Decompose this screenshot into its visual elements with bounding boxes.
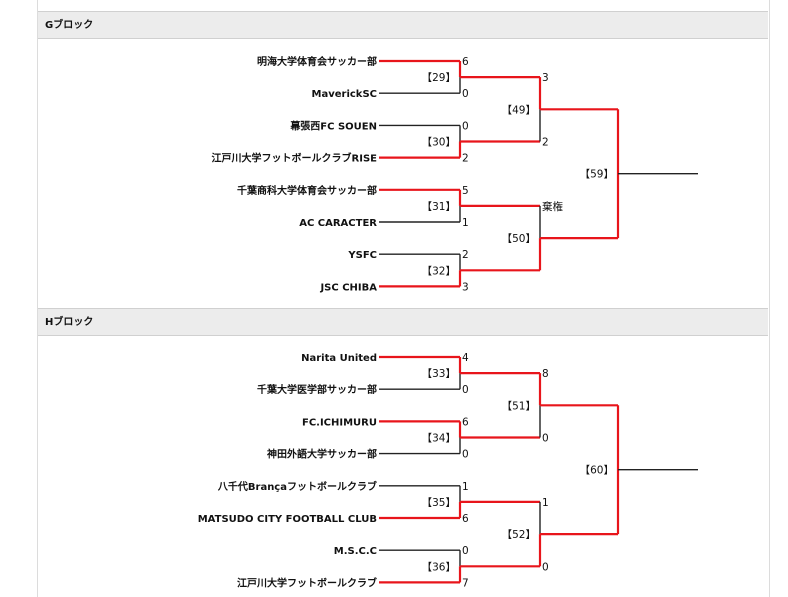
match-number: 【32】 xyxy=(422,265,456,277)
match-number: 【52】 xyxy=(502,529,536,541)
score: 3 xyxy=(542,72,549,84)
score: 0 xyxy=(462,88,469,100)
score: 1 xyxy=(462,481,469,493)
score: 0 xyxy=(542,433,549,445)
match-number: 【51】 xyxy=(502,400,536,412)
score: 棄権 xyxy=(542,200,563,213)
team-name: 江戸川大学フットボールクラブ xyxy=(237,576,377,589)
match-number: 【31】 xyxy=(422,201,456,213)
team-name: 明海大学体育会サッカー部 xyxy=(257,55,377,68)
score: 0 xyxy=(462,120,469,132)
team-name: 幕張西FC SOUEN xyxy=(289,119,377,132)
score: 0 xyxy=(462,545,469,557)
score: 6 xyxy=(462,513,469,525)
score: 2 xyxy=(542,137,549,149)
team-name: AC CARACTER xyxy=(299,218,377,229)
team-name: 千葉大学医学部サッカー部 xyxy=(257,383,377,396)
score: 0 xyxy=(462,384,469,396)
score: 0 xyxy=(542,561,549,573)
team-name: JSC CHIBA xyxy=(319,282,377,293)
team-name: M.S.C.C xyxy=(334,546,377,557)
match-number: 【50】 xyxy=(502,233,536,245)
match-number: 【36】 xyxy=(422,561,456,573)
score: 6 xyxy=(462,416,469,428)
score: 3 xyxy=(462,281,469,293)
team-name: 神田外語大学サッカー部 xyxy=(267,448,377,461)
team-name: 江戸川大学フットボールクラブRISE xyxy=(212,152,378,165)
block-header-g: Gブロック xyxy=(38,11,768,39)
team-name: MaverickSC xyxy=(312,89,377,100)
match-number: 【59】 xyxy=(580,169,614,181)
score: 7 xyxy=(462,577,469,589)
content-frame xyxy=(37,0,770,597)
block-header-h: Hブロック xyxy=(38,308,768,336)
match-number: 【30】 xyxy=(422,137,456,149)
score: 1 xyxy=(542,497,549,509)
match-number: 【29】 xyxy=(422,72,456,84)
score: 1 xyxy=(462,217,469,229)
score: 2 xyxy=(462,153,469,165)
match-number: 【35】 xyxy=(422,497,456,509)
score: 2 xyxy=(462,249,469,261)
team-name: Narita United xyxy=(301,353,377,364)
match-number: 【60】 xyxy=(580,465,614,477)
team-name: 千葉商科大学体育会サッカー部 xyxy=(237,184,377,197)
match-number: 【49】 xyxy=(502,104,536,116)
score: 5 xyxy=(462,185,469,197)
team-name: YSFC xyxy=(347,250,377,261)
team-name: FC.ICHIMURU xyxy=(302,417,377,428)
score: 8 xyxy=(542,368,549,380)
match-number: 【33】 xyxy=(422,368,456,380)
match-number: 【34】 xyxy=(422,433,456,445)
score: 0 xyxy=(462,449,469,461)
team-name: 八千代Brançaフットボールクラブ xyxy=(217,480,377,493)
score: 4 xyxy=(462,352,469,364)
score: 6 xyxy=(462,56,469,68)
team-name: MATSUDO CITY FOOTBALL CLUB xyxy=(198,514,377,525)
